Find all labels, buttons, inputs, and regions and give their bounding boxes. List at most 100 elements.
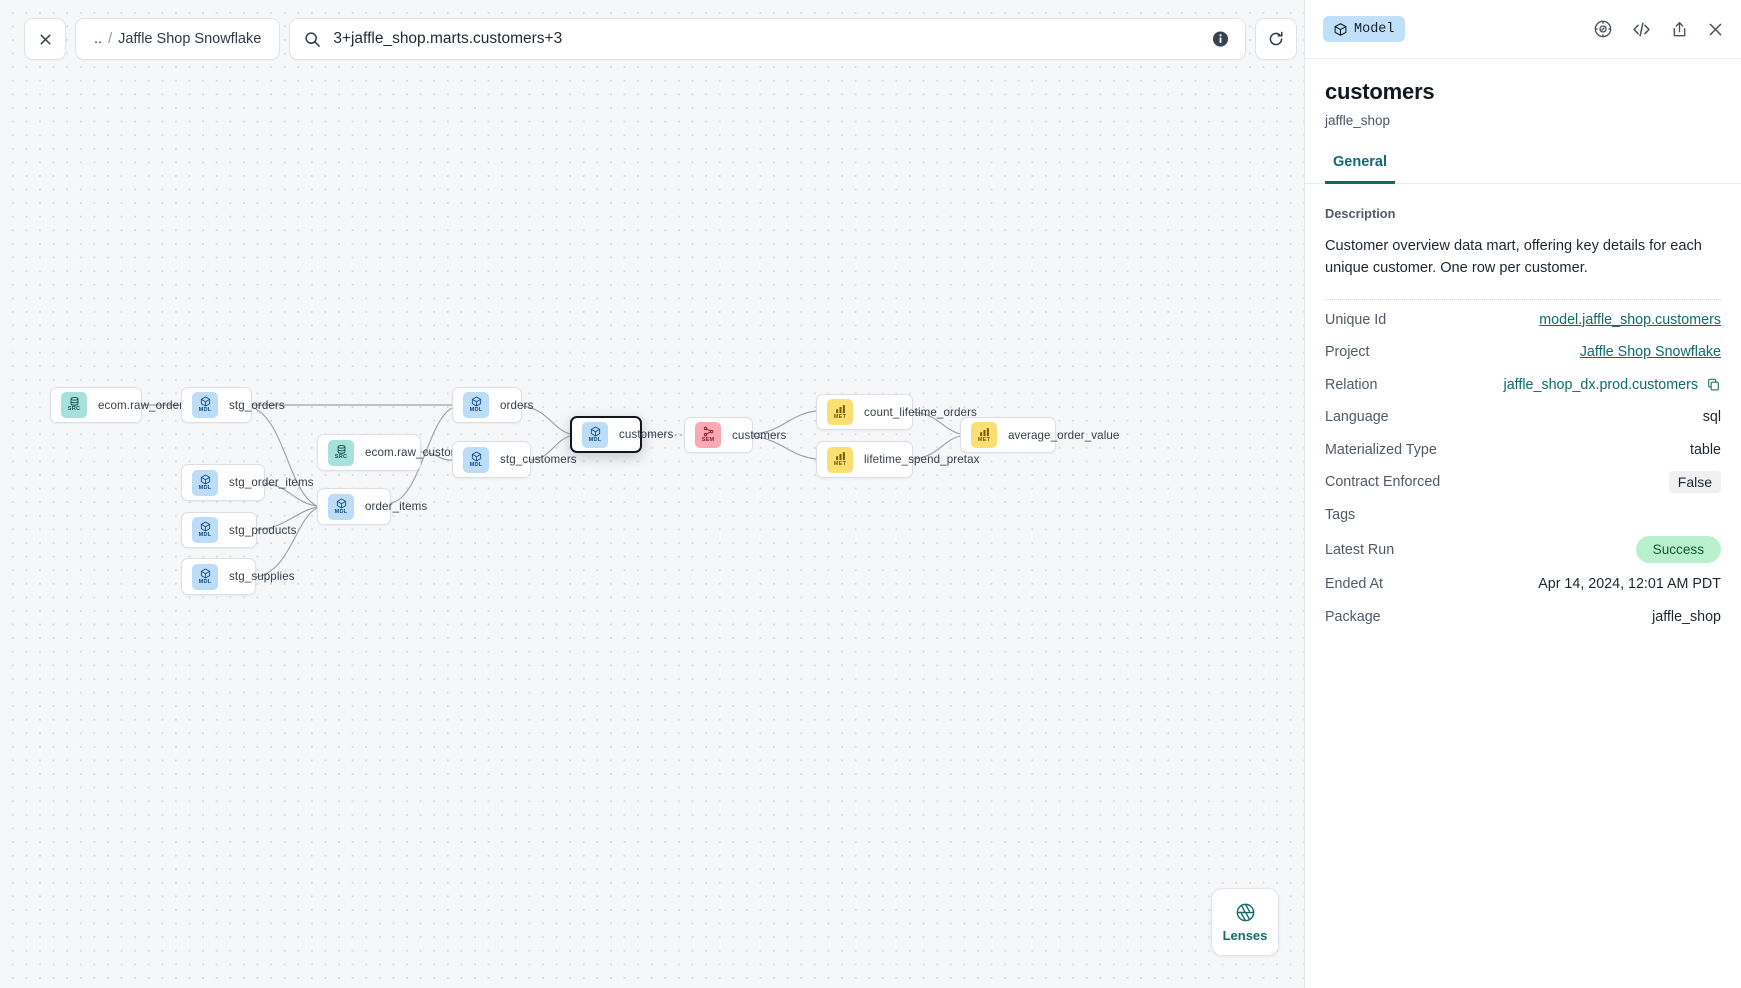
graph-node-label: orders xyxy=(500,398,534,412)
refresh-button[interactable] xyxy=(1255,18,1298,60)
graph-node-label: stg_customers xyxy=(500,453,577,466)
lenses-button[interactable]: Lenses xyxy=(1211,888,1279,956)
property-value: Success xyxy=(1635,536,1721,564)
property-key: Project xyxy=(1325,344,1370,361)
panel-body: Description Customer overview data mart,… xyxy=(1305,184,1741,988)
met-badge-icon: MET xyxy=(827,399,853,425)
lineage-canvas[interactable]: .. / Jaffle Shop Snowflake xyxy=(0,0,1304,988)
graph-node-label: stg_order_items xyxy=(229,476,314,489)
node-type-label: Model xyxy=(1354,21,1395,37)
graph-node-stg_order_items[interactable]: MDL stg_order_items xyxy=(181,464,314,501)
property-value: Jaffle Shop Snowflake xyxy=(1580,344,1721,360)
property-link[interactable]: Jaffle Shop Snowflake xyxy=(1579,344,1721,361)
tab-general[interactable]: General xyxy=(1325,154,1395,184)
property-value: model.jaffle_shop.customers xyxy=(1539,312,1721,328)
details-panel-title-block: customers jaffle_shop xyxy=(1305,59,1741,128)
property-row: Language sql xyxy=(1325,401,1721,434)
property-key: Unique Id xyxy=(1325,311,1387,328)
property-value: sql xyxy=(1702,409,1721,426)
property-key: Language xyxy=(1325,409,1389,426)
property-row: Unique Id model.jaffle_shop.customers xyxy=(1325,304,1721,337)
relation-value[interactable]: jaffle_shop_dx.prod.customers xyxy=(1503,376,1698,393)
description-label: Description xyxy=(1325,206,1396,221)
property-value: jaffle_shop xyxy=(1652,608,1721,625)
canvas-toolbar: .. / Jaffle Shop Snowflake xyxy=(24,18,1298,60)
info-icon[interactable] xyxy=(1212,31,1229,48)
property-row: Relation jaffle_shop_dx.prod.customers xyxy=(1325,369,1721,402)
property-key: Latest Run xyxy=(1325,541,1395,558)
property-key: Package xyxy=(1325,608,1381,625)
graph-node-stg_orders[interactable]: MDL stg_orders xyxy=(181,387,285,423)
details-panel: Model xyxy=(1304,0,1741,988)
close-panel-icon[interactable] xyxy=(1707,21,1724,38)
graph-node-label: count_lifetime_orders xyxy=(864,405,977,419)
status-badge[interactable]: Success xyxy=(1635,536,1721,564)
property-key: Relation xyxy=(1325,376,1378,393)
refresh-icon xyxy=(1269,31,1283,46)
lenses-label: Lenses xyxy=(1222,927,1268,943)
met-badge-icon: MET xyxy=(971,422,997,448)
breadcrumb-project: Jaffle Shop Snowflake xyxy=(118,31,262,47)
graph-node-orders[interactable]: MDL orders xyxy=(452,387,533,423)
lens-icon[interactable] xyxy=(1593,19,1613,39)
close-lineage-button[interactable] xyxy=(24,18,66,60)
node-type-chip[interactable]: Model xyxy=(1323,16,1405,42)
code-icon[interactable] xyxy=(1631,19,1652,40)
graph-node-lifetime_spend_pretax[interactable]: MET lifetime_spend_pretax xyxy=(816,441,979,478)
cube-icon xyxy=(1334,22,1347,36)
graph-node-ecom_raw_orders[interactable]: SRC ecom.raw_orders xyxy=(50,387,189,423)
aperture-icon xyxy=(1236,903,1254,921)
property-key: Tags xyxy=(1325,506,1356,523)
close-icon xyxy=(39,33,51,45)
mdl-badge-icon: MDL xyxy=(328,493,354,520)
mdl-badge-icon: MDL xyxy=(582,421,608,448)
graph-node-label: customers xyxy=(619,428,674,441)
graph-node-label: lifetime_spend_pretax xyxy=(864,453,980,466)
mdl-badge-icon: MDL xyxy=(463,392,489,418)
breadcrumb[interactable]: .. / Jaffle Shop Snowflake xyxy=(75,18,281,60)
mdl-badge-icon: MDL xyxy=(192,392,218,418)
met-badge-icon: MET xyxy=(827,446,853,473)
property-value: jaffle_shop_dx.prod.customers xyxy=(1504,377,1721,393)
search-bar[interactable] xyxy=(289,18,1247,60)
contract-enforced-chip: False xyxy=(1668,471,1721,494)
graph-node-label: stg_orders xyxy=(229,398,285,412)
property-link[interactable]: model.jaffle_shop.customers xyxy=(1539,311,1721,328)
graph-node-label: average_order_value xyxy=(1008,428,1120,442)
panel-tabs: General xyxy=(1305,154,1741,184)
graph-node-average_order_value[interactable]: MET average_order_value xyxy=(960,417,1119,453)
src-badge-icon: SRC xyxy=(61,392,87,418)
graph-node-label: ecom.raw_orders xyxy=(98,398,190,412)
copy-icon[interactable] xyxy=(1706,377,1721,392)
page-title: customers xyxy=(1325,79,1435,104)
search-input[interactable] xyxy=(333,19,1232,59)
src-badge-icon: SRC xyxy=(328,439,354,466)
graph-node-customers_sem[interactable]: SEM customers xyxy=(684,417,786,453)
mdl-badge-icon: MDL xyxy=(192,469,218,496)
graph-node-label: order_items xyxy=(365,500,428,513)
description-text: Customer overview data mart, offering ke… xyxy=(1325,238,1702,277)
sem-badge-icon: SEM xyxy=(695,422,721,448)
details-panel-header: Model xyxy=(1305,0,1741,59)
mdl-badge-icon: MDL xyxy=(463,446,489,473)
search-icon xyxy=(305,31,321,47)
property-row: Project Jaffle Shop Snowflake xyxy=(1325,336,1721,369)
graph-node-customers_model[interactable]: MDL customers xyxy=(570,416,673,453)
property-value: False xyxy=(1668,471,1721,494)
graph-node-stg_customers[interactable]: MDL stg_customers xyxy=(452,441,577,478)
breadcrumb-prefix: .. xyxy=(94,31,103,47)
mdl-badge-icon: MDL xyxy=(192,517,218,543)
graph-node-label: customers xyxy=(732,428,787,442)
graph-node-count_lifetime_orders[interactable]: MET count_lifetime_orders xyxy=(816,394,977,430)
share-icon[interactable] xyxy=(1670,20,1689,39)
graph-node-order_items[interactable]: MDL order_items xyxy=(317,488,427,525)
property-row: Package jaffle_shop xyxy=(1325,601,1721,634)
